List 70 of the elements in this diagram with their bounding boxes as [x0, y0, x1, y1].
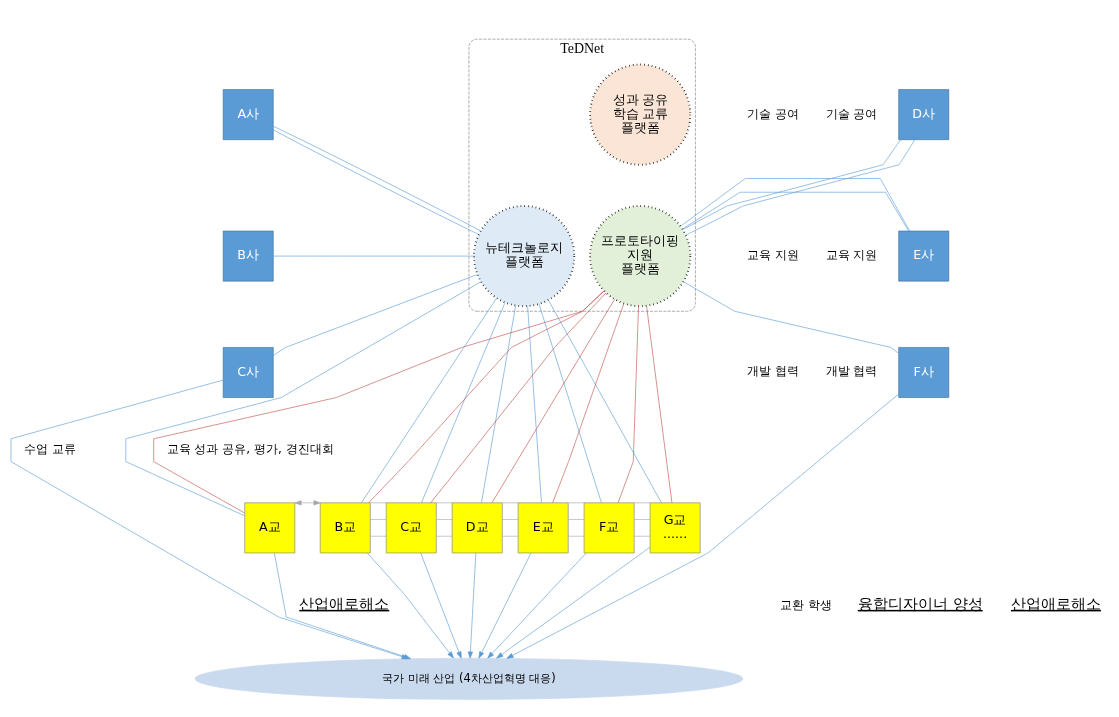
- connector: [368, 290, 605, 503]
- node-box: C교: [385, 502, 437, 553]
- arrow: [506, 393, 899, 659]
- node-box: D교: [451, 502, 503, 553]
- arrow: [478, 552, 532, 659]
- node-ellipse: 국가 미래 산업 (4차산업혁명 대응): [194, 657, 744, 700]
- connector: [502, 518, 519, 520]
- connector: [646, 305, 673, 503]
- connector: [436, 535, 453, 537]
- connector: [370, 535, 387, 537]
- connector: [568, 502, 585, 503]
- node-box: B교: [319, 502, 371, 553]
- connector: [370, 518, 387, 520]
- node-box: B사: [222, 230, 274, 281]
- node-box: F교: [583, 502, 635, 553]
- node-box: F사: [898, 346, 950, 398]
- label: 개발 협력: [747, 363, 800, 378]
- connector: [634, 502, 651, 503]
- node-box: A사: [222, 88, 274, 140]
- label: 교환 학생: [779, 597, 832, 612]
- node-box: E사: [898, 230, 950, 281]
- connector: [548, 299, 662, 503]
- node-box: E교: [517, 502, 569, 553]
- connector: [634, 518, 651, 520]
- label: 수업 교류: [24, 441, 77, 456]
- connector: [430, 292, 607, 503]
- connector: [491, 298, 615, 503]
- connector: [153, 290, 605, 513]
- connector: [682, 191, 909, 231]
- connector: [436, 502, 453, 503]
- node-box: D사: [898, 88, 950, 140]
- connector: [634, 535, 651, 537]
- label: 산업애로해소: [1010, 594, 1101, 613]
- node-circle: 뉴테크놀로지 플랫폼: [473, 204, 576, 307]
- arrow: [420, 552, 462, 659]
- label: 기술 공여: [747, 106, 800, 121]
- node-circle: 프로토타이핑 지원 플랫폼: [589, 204, 692, 307]
- node-circle: 성과 공유 학습 교류 플랫폼: [589, 63, 692, 166]
- label: 교육 성과 공유, 평가, 경진대회: [166, 441, 334, 456]
- arrow: [294, 499, 321, 505]
- connector: [421, 301, 506, 503]
- connector: [680, 177, 910, 231]
- connector: [125, 280, 482, 516]
- label: 산업애로해소: [299, 594, 390, 613]
- connector: [273, 255, 475, 256]
- label: 교육 지원: [747, 247, 800, 262]
- label: 개발 협력: [825, 363, 878, 378]
- arrow: [467, 552, 477, 659]
- connector: [502, 535, 519, 537]
- connector: [617, 305, 639, 503]
- label: 융합디자이너 양성: [857, 594, 983, 613]
- connector: [502, 502, 519, 503]
- connector: [481, 304, 516, 503]
- connector: [683, 280, 899, 354]
- arrow: [496, 546, 651, 659]
- connector: [552, 302, 625, 503]
- connector: [568, 518, 585, 520]
- label: 기술 공여: [825, 106, 878, 121]
- node-box: G교 ......: [649, 502, 701, 553]
- connector: [370, 502, 387, 503]
- node-box: A교: [244, 502, 296, 553]
- connector: [361, 297, 497, 503]
- connector: [527, 305, 542, 503]
- label: 교육 지원: [825, 247, 878, 262]
- connector: [436, 518, 453, 520]
- connector: [273, 273, 478, 356]
- connector: [538, 303, 602, 503]
- node-box: C사: [222, 346, 274, 398]
- arrow: [487, 552, 587, 659]
- connector: [568, 535, 585, 537]
